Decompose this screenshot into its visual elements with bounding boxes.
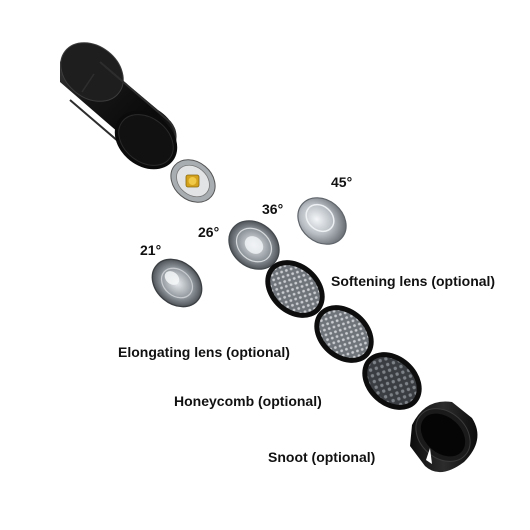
- lens-36-degree: [228, 220, 280, 270]
- snoot-tube: [410, 401, 478, 473]
- label-36-degree: 36°: [262, 201, 284, 217]
- label-45-degree: 45°: [331, 174, 353, 190]
- softening-lens: [265, 260, 325, 318]
- honeycomb-grid: [362, 352, 422, 410]
- housing-cylinder: [60, 42, 178, 170]
- lens-45-degree: [297, 197, 347, 245]
- led-module: [170, 159, 216, 203]
- label-softening-lens: Softening lens (optional): [331, 273, 496, 289]
- elongating-lens: [314, 305, 374, 363]
- label-honeycomb: Honeycomb (optional): [174, 393, 322, 409]
- label-21-degree: 21°: [140, 242, 162, 258]
- label-elongating-lens: Elongating lens (optional): [118, 344, 290, 360]
- label-snoot: Snoot (optional): [268, 449, 376, 465]
- lens-21-degree: [151, 258, 203, 308]
- label-26-degree: 26°: [198, 224, 220, 240]
